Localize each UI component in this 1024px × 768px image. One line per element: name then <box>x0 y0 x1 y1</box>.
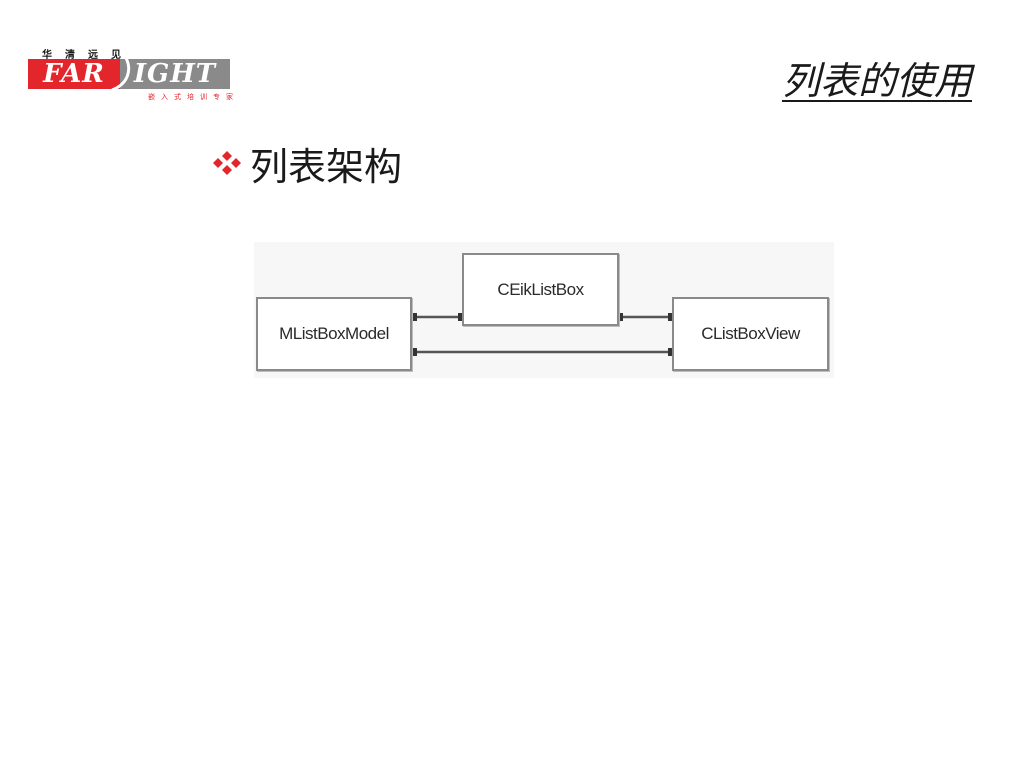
diamond-bullet-icon <box>213 151 241 175</box>
bullet-text: 列表架构 <box>250 144 403 189</box>
node-ceiklistbox: CEikListBox <box>462 253 619 326</box>
logo-tagline: 嵌入式培训专家 <box>148 93 239 101</box>
logo-top-text: 华清远见 <box>42 50 134 61</box>
slide-title: 列表的使用 <box>781 59 972 103</box>
bullet-heading: 列表架构 <box>212 138 403 189</box>
logo-brand-right: IGHT <box>120 59 230 89</box>
company-logo: 华清远见 FAR IGHT 嵌入式培训专家 <box>28 46 234 102</box>
logo-brand-left: FAR <box>28 59 120 89</box>
logo-arc-icon <box>111 57 131 92</box>
node-clistboxview: CListBoxView <box>672 297 829 371</box>
node-mlistboxmodel: MListBoxModel <box>256 297 412 371</box>
